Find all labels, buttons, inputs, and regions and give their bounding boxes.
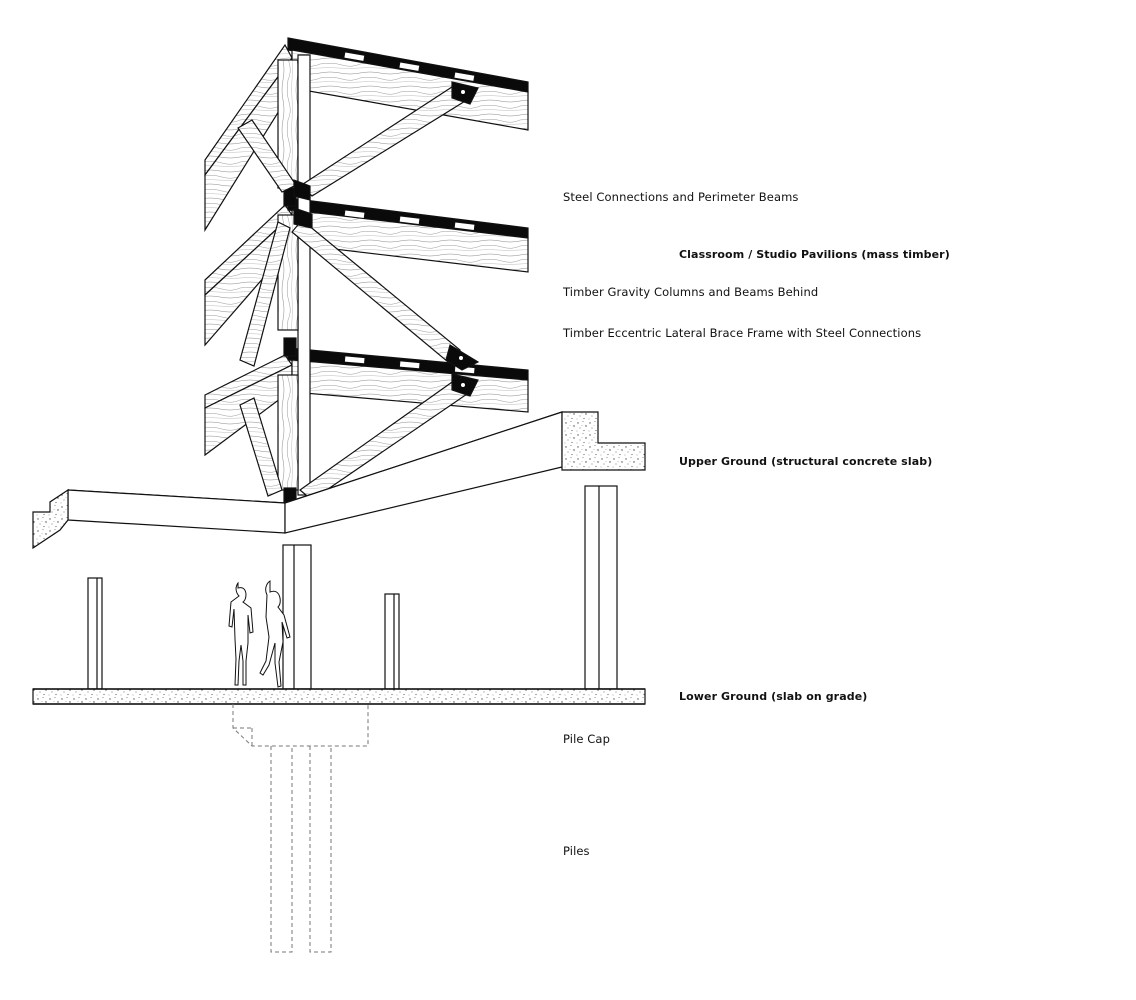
perimeter-beam-level-2 — [287, 197, 529, 273]
label-classroom-pavilions: Classroom / Studio Pavilions (mass timbe… — [679, 248, 950, 261]
pile-left — [270, 746, 293, 953]
label-lower-ground: Lower Ground (slab on grade) — [679, 690, 868, 703]
label-piles: Piles — [563, 844, 590, 858]
corner-column — [277, 54, 311, 503]
column-center — [282, 544, 312, 690]
column-right — [584, 485, 618, 690]
diagonal-braces — [237, 84, 472, 501]
column-mid — [384, 593, 400, 690]
lower-ground-slab — [32, 688, 646, 705]
upper-ground-slab — [32, 411, 646, 550]
lower-columns — [87, 485, 618, 690]
steel-plates — [343, 51, 476, 375]
pile-right — [309, 746, 332, 953]
label-pile-cap: Pile Cap — [563, 732, 610, 746]
label-upper-ground: Upper Ground (structural concrete slab) — [679, 455, 933, 468]
pile-cap — [232, 704, 369, 747]
timber-frame — [204, 37, 529, 503]
label-gravity-columns: Timber Gravity Columns and Beams Behind — [563, 285, 819, 299]
person-silhouette-figures — [228, 580, 291, 688]
column-far-left — [87, 577, 103, 690]
label-brace-frame: Timber Eccentric Lateral Brace Frame wit… — [563, 326, 922, 340]
pile-cap-and-piles — [232, 704, 369, 953]
label-steel-connections: Steel Connections and Perimeter Beams — [563, 190, 799, 204]
perimeter-beam-level-1 — [287, 347, 529, 413]
